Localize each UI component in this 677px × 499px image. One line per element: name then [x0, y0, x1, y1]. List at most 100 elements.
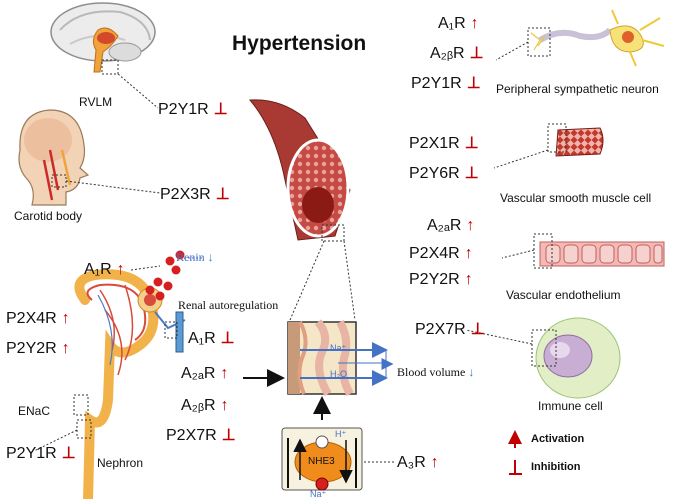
- receptor-name: P2Y2R: [409, 271, 460, 288]
- carotid-leader: [65, 180, 161, 194]
- activation-arrow-icon: ↑: [466, 217, 475, 234]
- receptor-name: A₂ₐR: [427, 217, 462, 234]
- receptor-name: P2Y1R: [411, 75, 462, 92]
- vsmc-p2y6r: P2Y6R⊥: [409, 166, 479, 182]
- nephron-label: Nephron: [97, 456, 144, 470]
- vsmc-label: Vascular smooth muscle cell: [500, 191, 652, 205]
- nephron-p2y2r: P2Y2R↑: [6, 341, 70, 357]
- inhibition-bar-icon: ⊥: [469, 45, 484, 62]
- h2o-label: H₂O: [330, 369, 347, 379]
- a1r-kidney-leader: [130, 265, 161, 271]
- inhibition-bar-icon: ⊥: [215, 186, 230, 203]
- rvlm-p2y1r: P2Y1R⊥: [158, 102, 228, 118]
- neuron-label: Peripheral sympathetic neuron: [496, 82, 659, 96]
- receptor-name: P2X4R: [6, 310, 57, 327]
- blood-volume-decrease-arrow: ↓: [468, 365, 475, 379]
- endothelium-illustration: [533, 233, 665, 269]
- carotid-p2x3r: P2X3R⊥: [160, 187, 230, 203]
- receptor-name: P2Y1R: [158, 101, 209, 118]
- activation-arrow-icon: ↑: [116, 261, 125, 278]
- endo-p2x4r: P2X4R↑: [409, 246, 473, 262]
- vsmc-illustration: [547, 123, 604, 157]
- receptor-name: P2X1R: [409, 135, 460, 152]
- nhe3-a3r: A₃R↑: [397, 455, 439, 471]
- receptor-name: P2X4R: [409, 245, 460, 262]
- inhibition-bar-icon: ⊥: [221, 427, 236, 444]
- legend-activation-label: Activation: [531, 433, 585, 445]
- receptor-name: P2Y6R: [409, 165, 460, 182]
- inhibition-bar-icon: ⊥: [464, 135, 479, 152]
- receptor-name: A₃R: [397, 454, 426, 471]
- rvlm-label: RVLM: [79, 95, 113, 109]
- renal-a2br: A₂ᵦR↑: [181, 398, 229, 414]
- receptor-name: A₁R: [84, 261, 112, 278]
- activation-arrow-icon: ↑: [220, 397, 229, 414]
- nhe3-transporter: [281, 427, 363, 491]
- inhibition-bar-icon: ⊥: [470, 321, 485, 338]
- h-plus-label: H⁺: [335, 429, 347, 439]
- nhe3-label: NHE3: [308, 456, 335, 467]
- vsmc-leader: [493, 149, 549, 169]
- endothelium-label: Vascular endothelium: [506, 288, 621, 302]
- activation-arrow-icon: ↑: [61, 340, 70, 357]
- vessel-wall-detail: [287, 319, 357, 397]
- receptor-name: P2Y2R: [6, 340, 57, 357]
- activation-arrow-icon: ↑: [464, 245, 473, 262]
- carotid-body-label: Carotid body: [14, 209, 83, 223]
- inhibition-bar-icon: ⊥: [213, 101, 228, 118]
- neuron-leader: [495, 41, 529, 61]
- receptor-name: P2X7R: [415, 321, 466, 338]
- renin-decrease-arrow: ↓: [207, 250, 214, 264]
- activation-arrow-icon: ↑: [430, 454, 439, 471]
- legend-inhibition-symbol: [509, 460, 522, 475]
- rvlm-leader: [117, 73, 159, 109]
- receptor-name: A₂ₐR: [181, 365, 216, 382]
- vessel-leader-left: [289, 240, 325, 321]
- receptor-name: A₁R: [438, 15, 466, 32]
- neuron-illustration: [527, 9, 665, 67]
- endo-p2y2r: P2Y2R↑: [409, 272, 473, 288]
- renal-autoregulation-label: Renal autoregulation: [178, 298, 279, 312]
- legend-inhibition-label: Inhibition: [531, 461, 581, 473]
- head-illustration: [18, 109, 90, 206]
- nephron-p2y1r: P2Y1R⊥: [6, 446, 76, 462]
- adenosine-dots: [145, 250, 185, 301]
- receptor-name: A₁R: [188, 330, 216, 347]
- receptor-name: P2X7R: [166, 427, 217, 444]
- inhibition-bar-icon: ⊥: [464, 165, 479, 182]
- activation-arrow-icon: ↑: [61, 310, 70, 327]
- immune-leader: [465, 329, 533, 345]
- nephron-p2x4r: P2X4R↑: [6, 311, 70, 327]
- blood-vessel-illustration: [248, 99, 351, 242]
- activation-arrow-icon: ↑: [220, 365, 229, 382]
- neuron-a2br: A₂ᵦR⊥: [430, 46, 484, 62]
- immune-p2x7r: P2X7R⊥: [415, 322, 485, 338]
- enac-label: ENaC: [18, 404, 51, 418]
- diagram-title: Hypertension: [232, 32, 367, 55]
- na-label: Na⁺: [330, 343, 347, 353]
- inhibition-bar-icon: ⊥: [61, 445, 76, 462]
- activation-arrow-icon: ↑: [464, 271, 473, 288]
- receptor-name: P2X3R: [160, 186, 211, 203]
- blood-volume-label: Blood volume ↓: [397, 365, 475, 379]
- kidney-a1r: A₁R↑: [84, 262, 125, 278]
- renal-a2ar: A₂ₐR↑: [181, 366, 228, 382]
- neuron-a1r: A₁R↑: [438, 16, 479, 32]
- vsmc-p2x1r: P2X1R⊥: [409, 136, 479, 152]
- na-bottom-label: Na⁺: [310, 489, 327, 499]
- inhibition-bar-icon: ⊥: [466, 75, 481, 92]
- renin-label: Renin ↓: [176, 250, 214, 264]
- nephron-illustration: [73, 269, 186, 499]
- vessel-leader-right: [343, 240, 356, 321]
- receptor-name: A₂ᵦR: [181, 397, 216, 414]
- activation-arrow-icon: ↑: [470, 15, 479, 32]
- inhibition-bar-icon: ⊥: [220, 330, 235, 347]
- receptor-name: P2Y1R: [6, 445, 57, 462]
- renal-a1r: A₁R⊥: [188, 331, 235, 347]
- receptor-name: A₂ᵦR: [430, 45, 465, 62]
- endo-a2ar: A₂ₐR↑: [427, 218, 474, 234]
- endothelium-leader: [501, 249, 535, 259]
- renal-p2x7r: P2X7R⊥: [166, 428, 236, 444]
